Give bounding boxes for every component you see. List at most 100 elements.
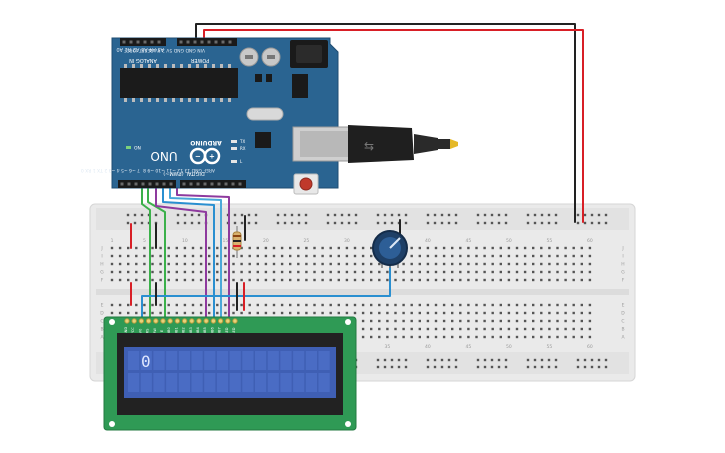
terminal-hole-bottom[interactable] [208, 311, 211, 315]
terminal-hole-top[interactable] [151, 262, 154, 266]
terminal-hole-top[interactable] [532, 254, 535, 258]
rail-hole-bottom[interactable] [526, 365, 530, 369]
rail-hole-top[interactable] [447, 221, 451, 225]
terminal-hole-top[interactable] [280, 246, 284, 250]
terminal-hole-top[interactable] [402, 270, 405, 274]
terminal-hole-bottom[interactable] [467, 319, 470, 323]
terminal-hole-top[interactable] [370, 270, 373, 274]
terminal-hole-bottom[interactable] [491, 311, 494, 315]
terminal-hole-bottom[interactable] [199, 303, 203, 307]
rail-hole-top[interactable] [540, 221, 544, 225]
rail-hole-top[interactable] [176, 221, 180, 225]
terminal-hole-bottom[interactable] [426, 319, 430, 323]
terminal-hole-top[interactable] [402, 262, 405, 266]
terminal-hole-bottom[interactable] [507, 327, 511, 331]
terminal-hole-bottom[interactable] [118, 303, 122, 307]
lcd-pin[interactable] [189, 318, 195, 324]
terminal-hole-bottom[interactable] [475, 319, 478, 323]
rail-hole-top[interactable] [476, 221, 480, 225]
terminal-hole-top[interactable] [540, 246, 543, 250]
terminal-hole-bottom[interactable] [378, 319, 381, 323]
terminal-hole-top[interactable] [280, 278, 284, 282]
rail-hole-top[interactable] [240, 221, 244, 225]
rail-hole-bottom[interactable] [447, 365, 451, 369]
terminal-hole-bottom[interactable] [378, 311, 381, 315]
terminal-hole-bottom[interactable] [224, 311, 227, 315]
terminal-hole-bottom[interactable] [523, 319, 527, 323]
terminal-hole-bottom[interactable] [451, 311, 454, 315]
terminal-hole-top[interactable] [183, 270, 187, 274]
power-pin[interactable] [179, 40, 183, 44]
terminal-hole-top[interactable] [110, 262, 114, 266]
terminal-hole-bottom[interactable] [556, 335, 559, 339]
terminal-hole-bottom[interactable] [556, 303, 559, 307]
usb-cable[interactable]: ⇆ [292, 125, 458, 163]
terminal-hole-bottom[interactable] [143, 311, 146, 315]
terminal-hole-top[interactable] [361, 262, 365, 266]
rail-hole-top[interactable] [333, 221, 337, 225]
rail-hole-top[interactable] [347, 213, 351, 217]
terminal-hole-top[interactable] [208, 278, 211, 282]
terminal-hole-top[interactable] [280, 270, 284, 274]
terminal-hole-top[interactable] [110, 278, 114, 282]
terminal-hole-top[interactable] [329, 254, 332, 258]
terminal-hole-bottom[interactable] [370, 303, 373, 307]
terminal-hole-bottom[interactable] [588, 335, 592, 339]
terminal-hole-top[interactable] [507, 262, 511, 266]
terminal-hole-top[interactable] [378, 262, 381, 266]
terminal-hole-top[interactable] [515, 262, 519, 266]
terminal-hole-bottom[interactable] [135, 303, 138, 307]
digital-pin[interactable] [203, 182, 207, 186]
rail-hole-top[interactable] [576, 213, 580, 217]
terminal-hole-bottom[interactable] [280, 311, 284, 315]
terminal-hole-bottom[interactable] [370, 311, 373, 315]
terminal-hole-bottom[interactable] [175, 311, 178, 315]
rail-hole-bottom[interactable] [497, 365, 501, 369]
terminal-hole-bottom[interactable] [515, 319, 519, 323]
terminal-hole-top[interactable] [451, 262, 454, 266]
rail-hole-top[interactable] [140, 221, 144, 225]
terminal-hole-top[interactable] [442, 262, 446, 266]
terminal-hole-top[interactable] [305, 270, 308, 274]
terminal-hole-bottom[interactable] [199, 311, 203, 315]
terminal-hole-top[interactable] [297, 262, 300, 266]
terminal-hole-bottom[interactable] [532, 319, 535, 323]
terminal-hole-bottom[interactable] [580, 327, 583, 331]
lcd-pin[interactable] [196, 318, 202, 324]
terminal-hole-top[interactable] [135, 262, 138, 266]
terminal-hole-top[interactable] [540, 262, 543, 266]
digital-pin[interactable] [224, 182, 228, 186]
terminal-hole-top[interactable] [556, 270, 559, 274]
terminal-hole-top[interactable] [159, 278, 162, 282]
rail-hole-top[interactable] [526, 221, 530, 225]
terminal-hole-bottom[interactable] [167, 311, 170, 315]
terminal-hole-top[interactable] [467, 254, 470, 258]
terminal-hole-top[interactable] [143, 254, 146, 258]
terminal-hole-top[interactable] [175, 270, 178, 274]
rail-hole-top[interactable] [340, 221, 344, 225]
terminal-hole-bottom[interactable] [467, 335, 470, 339]
terminal-hole-top[interactable] [459, 270, 462, 274]
terminal-hole-top[interactable] [491, 262, 494, 266]
terminal-hole-top[interactable] [135, 278, 138, 282]
rail-hole-top[interactable] [490, 213, 494, 217]
terminal-hole-top[interactable] [580, 262, 583, 266]
terminal-hole-bottom[interactable] [451, 327, 454, 331]
terminal-hole-top[interactable] [321, 262, 324, 266]
terminal-hole-bottom[interactable] [378, 327, 381, 331]
rail-hole-top[interactable] [440, 213, 444, 217]
terminal-hole-top[interactable] [256, 270, 259, 274]
rail-hole-top[interactable] [354, 213, 358, 217]
terminal-hole-bottom[interactable] [151, 303, 154, 307]
terminal-hole-top[interactable] [216, 270, 219, 274]
terminal-hole-top[interactable] [329, 270, 332, 274]
rail-hole-bottom[interactable] [604, 358, 608, 362]
wire-d3-cyan[interactable] [169, 187, 222, 319]
terminal-hole-top[interactable] [191, 270, 195, 274]
terminal-hole-top[interactable] [345, 254, 349, 258]
rail-hole-bottom[interactable] [583, 365, 587, 369]
digital-pin[interactable] [169, 182, 173, 186]
rail-hole-top[interactable] [176, 213, 180, 217]
rail-hole-bottom[interactable] [390, 365, 394, 369]
terminal-hole-top[interactable] [548, 246, 551, 250]
